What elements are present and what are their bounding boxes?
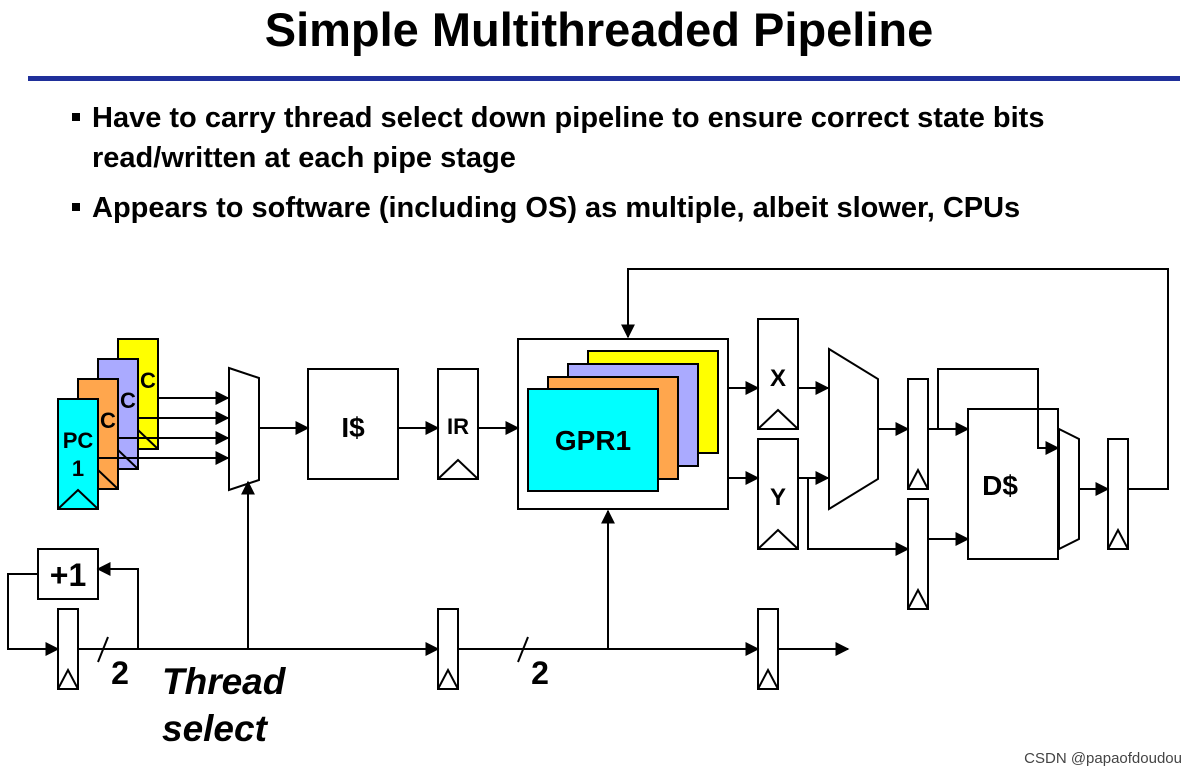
bullet-item: Appears to software (including OS) as mu… [70,188,1170,228]
address-register [907,378,929,490]
x-register [757,318,799,430]
page-title: Simple Multithreaded Pipeline [264,3,934,56]
y-label: Y [770,484,786,511]
bus-width-label-1: 2 [111,655,129,691]
gpr-label: GPR1 [555,425,631,456]
pc-register-1 [57,398,99,510]
alu [828,347,879,511]
pc-to-mux-wires [98,391,230,465]
dcache-label: D$ [982,470,1018,501]
writeback-register [1107,438,1129,550]
x-label: X [770,365,786,392]
y-register [757,438,799,550]
thread-select-label-line2: select [162,708,269,749]
title-underline [28,76,1180,81]
pc-back-label-4: C [140,368,156,393]
bullet-list: Have to carry thread select down pipelin… [70,98,1170,238]
thread-select-pipeline [7,480,850,690]
pc-front-number: 1 [72,456,84,481]
thread-select-register-2 [437,608,459,690]
bullet-item: Have to carry thread select down pipelin… [70,98,1170,178]
thread-select-label-line1: Thread [162,661,287,702]
gpr-enclosure [517,338,729,510]
pc-front-label: PC [63,428,94,453]
bus-width-label-2: 2 [531,655,549,691]
incrementer-label: +1 [50,557,86,593]
thread-select-register-1 [57,608,79,690]
gpr-file-1 [527,388,659,492]
pc-back-label-3: C [120,388,136,413]
ir-label: IR [447,414,469,439]
pc-back-label-2: C [100,408,116,433]
pc-stack [57,338,159,510]
instruction-register [437,368,479,480]
instruction-cache [307,368,399,480]
store-data-register [907,498,929,610]
watermark: CSDN @papaofdoudou [1024,750,1182,767]
icache-label: I$ [341,412,365,443]
writeback-mux [1058,427,1080,551]
pc-select-mux [228,366,260,492]
thread-select-register-3 [757,608,779,690]
